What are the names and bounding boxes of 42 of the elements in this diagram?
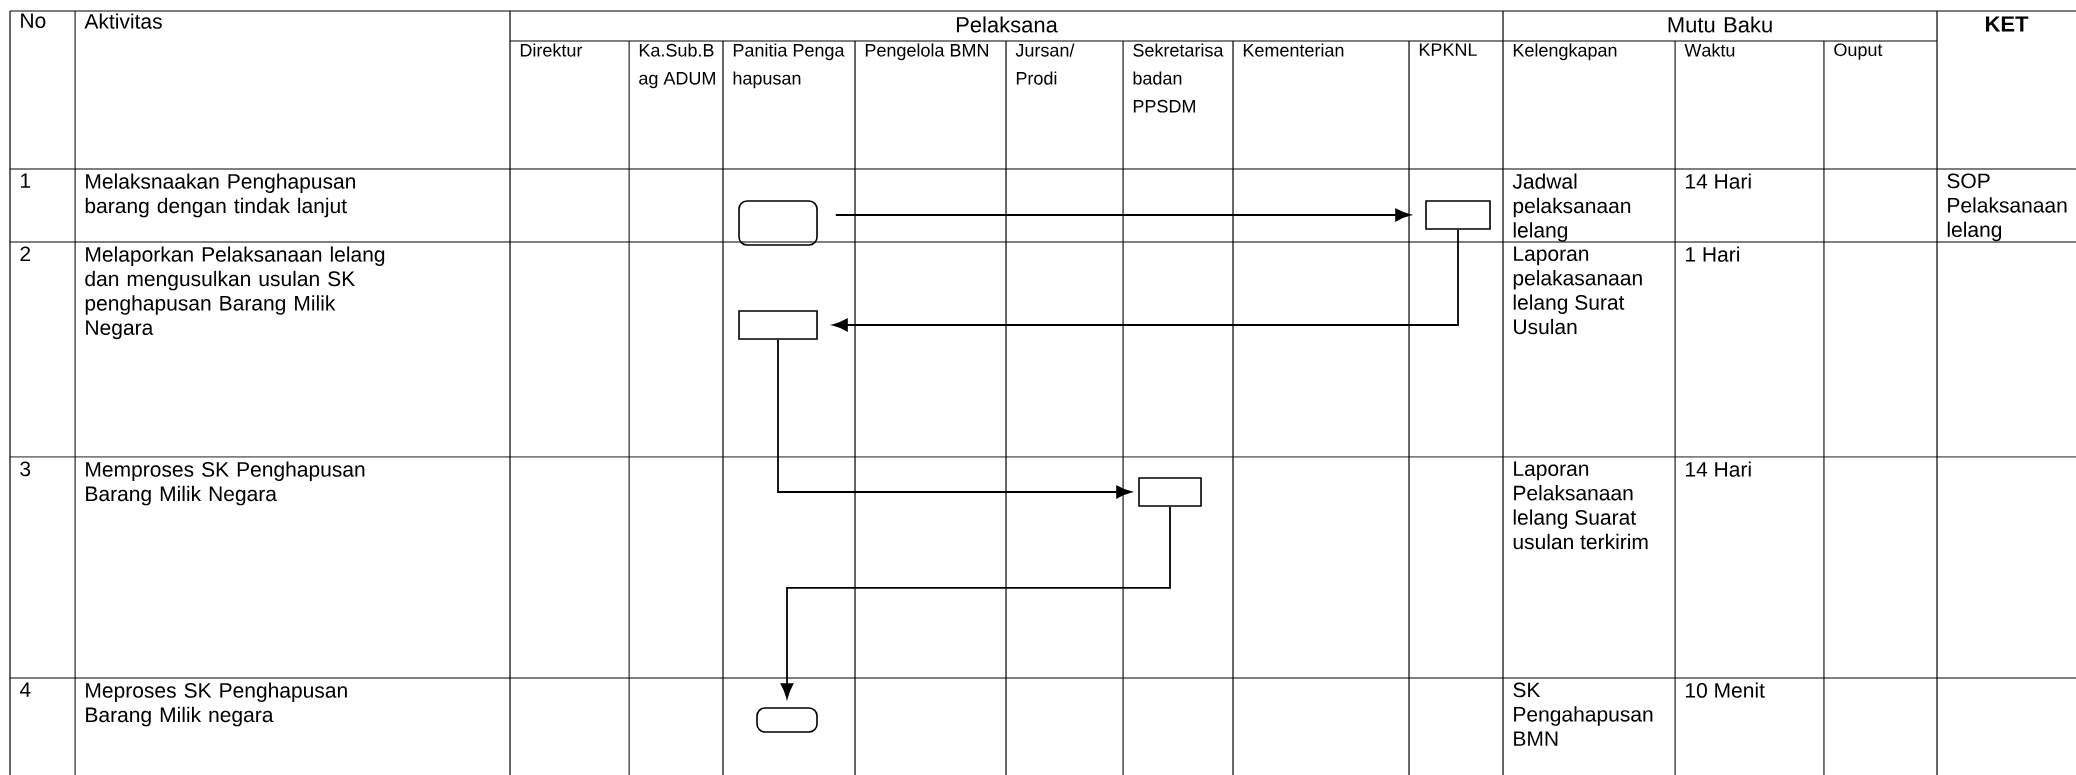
row-number: 4 xyxy=(19,682,31,697)
activity-text: Melaksnaakan Penghapusan barang dengan tindak lanjut xyxy=(85,173,356,218)
cell-text: 14 Hari xyxy=(1686,173,1751,189)
cell-text: Laporan Pelaksanaan lelang Suarat usulan terkirim xyxy=(1513,461,1648,550)
activity-text: Memproses SK Penghapusan Barang Milik Negara xyxy=(86,461,365,506)
flow-box xyxy=(738,310,818,340)
flow-box xyxy=(738,200,818,246)
row-number: 1 xyxy=(21,173,31,188)
column-header: Kelengkapan xyxy=(1513,43,1617,61)
column-header: Kementerian xyxy=(1243,43,1344,57)
row-number: 3 xyxy=(20,461,31,477)
row-number: 2 xyxy=(20,246,30,262)
cell-text: SOP Pelaksanaan lelang xyxy=(1947,173,2067,242)
arrow xyxy=(834,208,1411,222)
column-header: No xyxy=(21,13,46,29)
cell-text: Laporan pelakasanaan lelang Surat Usulan xyxy=(1513,246,1642,335)
cell-text: 14 Hari xyxy=(1686,461,1751,477)
flow-box xyxy=(756,707,818,733)
column-header: Direktur xyxy=(520,43,583,57)
column-header: Waktu xyxy=(1684,43,1735,57)
column-header: Pengelola BMN xyxy=(865,43,988,61)
column-header: Aktivitas xyxy=(84,13,162,29)
column-header: Ka.Sub.Bag ADUM xyxy=(639,43,715,89)
arrow xyxy=(780,505,1171,699)
arrow xyxy=(832,228,1459,332)
flow-box xyxy=(1138,477,1202,507)
arrow xyxy=(777,338,1132,499)
column-header: KPKNL xyxy=(1419,43,1477,56)
activity-text: Melaporkan Pelaksanaan lelang dan mengusulkan usulan SK penghapusan Barang Milik Negara xyxy=(85,246,385,340)
flow-box xyxy=(1425,200,1491,230)
column-header: Sekretarisa badan PPSDM xyxy=(1133,43,1224,113)
column-header: Jursan/ Prodi xyxy=(1015,43,1075,85)
cell-text: 10 Menit xyxy=(1686,682,1765,698)
activity-text: Meproses SK Penghapusan Barang Milik negara xyxy=(86,682,347,727)
column-header: Panitia Pengahapusan xyxy=(733,43,845,89)
cell-text: SK Pengahapusan BMN xyxy=(1513,682,1653,746)
column-header: KET xyxy=(1986,16,2029,32)
cell-text: Jadwal pelaksanaan lelang xyxy=(1512,173,1631,242)
column-header: Mutu Baku xyxy=(1668,16,1772,33)
column-header: Pelaksana xyxy=(956,16,1058,33)
column-header: Ouput xyxy=(1834,43,1883,60)
cell-text: 1 Hari xyxy=(1686,246,1739,262)
